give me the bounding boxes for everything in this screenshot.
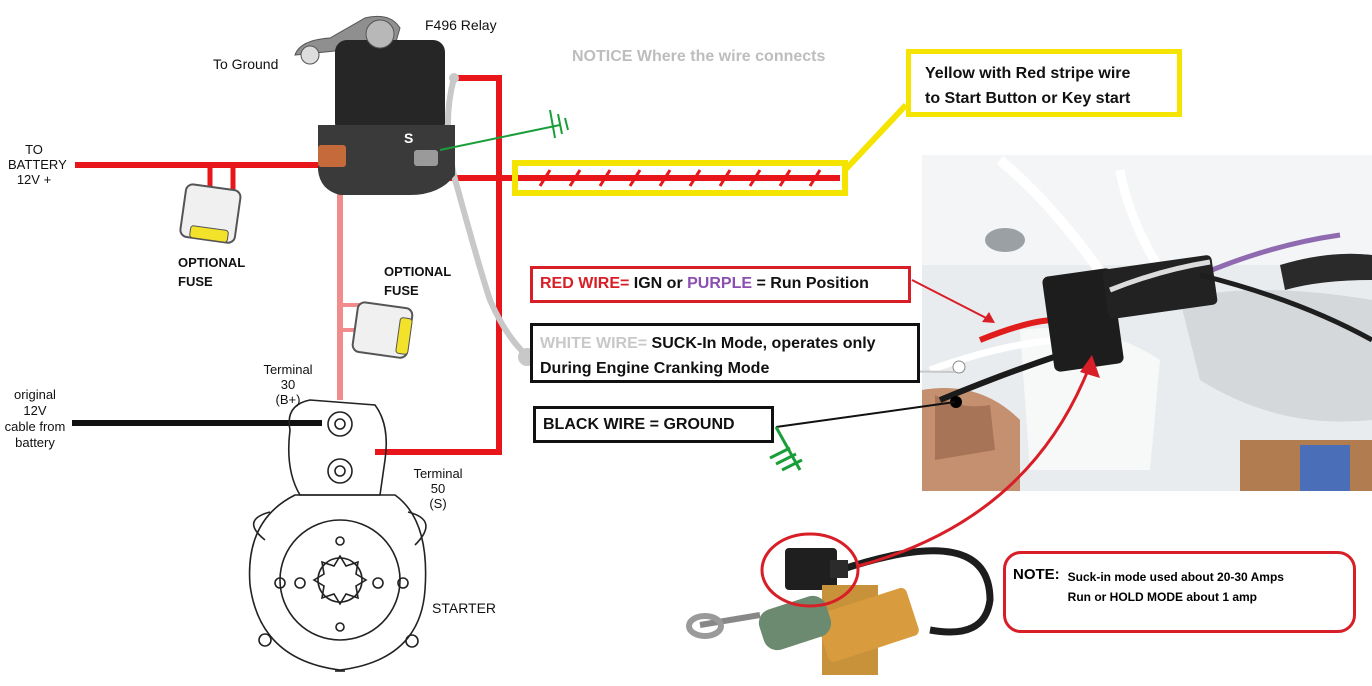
- white-wire-rest-text: SUCK-In Mode, operates only: [647, 335, 876, 352]
- terminal-50-line2: 50: [430, 481, 446, 496]
- note-content: NOTE: Suck-in mode used about 20-30 Amps…: [1013, 566, 1353, 607]
- white-wire-callout-line1: WHITE WIRE= SUCK-In Mode, operates only: [540, 331, 917, 356]
- battery-volt-text: 12V +: [16, 172, 52, 187]
- terminal-50-line1: Terminal: [413, 466, 463, 481]
- red-callout-line: [911, 279, 993, 322]
- black-wire-callout: BLACK WIRE = GROUND: [533, 406, 774, 443]
- note-line2: Run or HOLD MODE about 1 amp: [1067, 590, 1258, 604]
- red-wire-mid-text: IGN or: [629, 275, 688, 292]
- white-wire-label: WHITE WIRE=: [540, 335, 648, 352]
- yellow-wire-callout-line2: to Start Button or Key start: [925, 90, 1131, 107]
- battery-cable-line4: battery: [15, 435, 55, 450]
- fuse-label-battery: OPTIONAL FUSE: [178, 253, 245, 291]
- terminal-30-line2: 30: [280, 377, 296, 392]
- fuel-solenoid-photo: [686, 547, 994, 675]
- white-wire-callout: WHITE WIRE= SUCK-In Mode, operates only …: [530, 323, 920, 383]
- terminal-30-line3: (B+): [275, 392, 301, 407]
- fuse-label-starter-line2: FUSE: [384, 283, 419, 298]
- black-wire-callout-text: BLACK WIRE = GROUND: [543, 416, 735, 433]
- terminal-50-line3: (S): [429, 496, 447, 511]
- fuse-label-starter-line1: OPTIONAL: [384, 264, 452, 279]
- battery-cable-line2: 12V: [23, 403, 47, 418]
- terminal-50-label: Terminal 50 (S): [406, 466, 470, 511]
- battery-cable-line3: cable from: [4, 419, 66, 434]
- relay-label: F496 Relay: [425, 17, 497, 33]
- red-wire-label: RED WIRE=: [540, 275, 630, 292]
- starter-label: STARTER: [432, 600, 497, 616]
- suck-in-wire: [444, 77, 529, 358]
- note-title: NOTE:: [1013, 566, 1060, 583]
- fuse-label-battery-line2: FUSE: [178, 274, 213, 289]
- purple-wire-label: PURPLE: [687, 275, 753, 292]
- notice-label: NOTICE Where the wire connects: [572, 48, 826, 65]
- battery-label: TO BATTERY 12V +: [8, 142, 67, 187]
- relay-s-terminal-label: S: [404, 130, 414, 146]
- fused-starter-wire: [337, 180, 360, 400]
- battery-to-text: TO: [25, 142, 43, 157]
- to-ground-label: To Ground: [213, 56, 279, 72]
- fuse-icon-starter: [351, 301, 414, 359]
- battery-cable-line1: original: [14, 387, 56, 402]
- red-wire-callout: RED WIRE= IGN or PURPLE = Run Position: [530, 266, 911, 303]
- note-callout: NOTE: Suck-in mode used about 20-30 Amps…: [1003, 551, 1356, 633]
- yellow-wire-callout: Yellow with Red stripe wire to Start But…: [906, 49, 1182, 117]
- fuse-label-starter: OPTIONAL FUSE: [384, 262, 451, 300]
- fuse-icon-battery: [179, 183, 242, 244]
- terminal-30-label: Terminal 30 (B+): [256, 362, 320, 407]
- starter-drawing: [248, 399, 427, 672]
- suck-in-wire-start: [449, 73, 459, 83]
- battery-name-text: BATTERY: [8, 157, 67, 172]
- relay-drawing: [294, 15, 455, 195]
- terminal-30-line1: Terminal: [263, 362, 313, 377]
- battery-cable-label: original 12V cable from battery: [2, 387, 68, 451]
- red-wire-suffix-text: = Run Position: [752, 275, 869, 292]
- ground-symbol-relay: [439, 109, 569, 151]
- yellow-wire-callout-line1: Yellow with Red stripe wire: [925, 65, 1131, 82]
- engine-photo: [922, 155, 1372, 491]
- note-body: Suck-in mode used about 20-30 Amps Run o…: [1068, 567, 1284, 607]
- start-wire-highlight: [512, 102, 909, 196]
- fuse-label-battery-line1: OPTIONAL: [178, 255, 246, 270]
- red-wire-callout-text: RED WIRE= IGN or PURPLE = Run Position: [540, 275, 908, 293]
- white-wire-callout-line2: During Engine Cranking Mode: [540, 360, 770, 377]
- note-line1: Suck-in mode used about 20-30 Amps: [1067, 570, 1284, 584]
